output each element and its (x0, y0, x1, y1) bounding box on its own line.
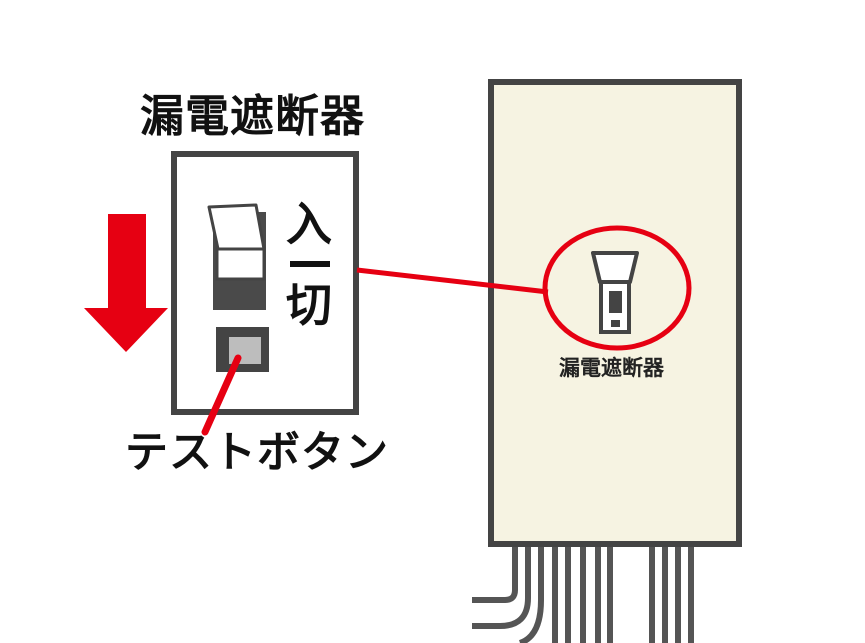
switch-lever-base (215, 246, 266, 281)
breaker-title: 漏電遮断器 (140, 91, 365, 142)
cable (472, 544, 518, 603)
callout-line (356, 267, 549, 295)
panel-cables (472, 544, 694, 643)
switch-state-divider (290, 261, 330, 267)
panel-breaker-label: 漏電遮断器 (559, 356, 664, 380)
switch-state-off-label: 切 (286, 278, 332, 332)
breaker-icon-top (591, 251, 639, 284)
switch-lever-top (207, 203, 266, 251)
breaker-switch-icon (591, 251, 639, 334)
breaker-icon-lever (609, 291, 622, 313)
cable (472, 544, 531, 629)
toggle-switch (207, 203, 266, 310)
switch-state-on-label: 入 (286, 197, 332, 251)
cable (518, 544, 544, 643)
arrow-down-icon (84, 214, 168, 352)
test-button-label: テストボタン (125, 428, 389, 478)
breaker-icon-button (611, 320, 620, 327)
highlight-circle (542, 225, 692, 351)
test-button-pointer (201, 354, 242, 436)
